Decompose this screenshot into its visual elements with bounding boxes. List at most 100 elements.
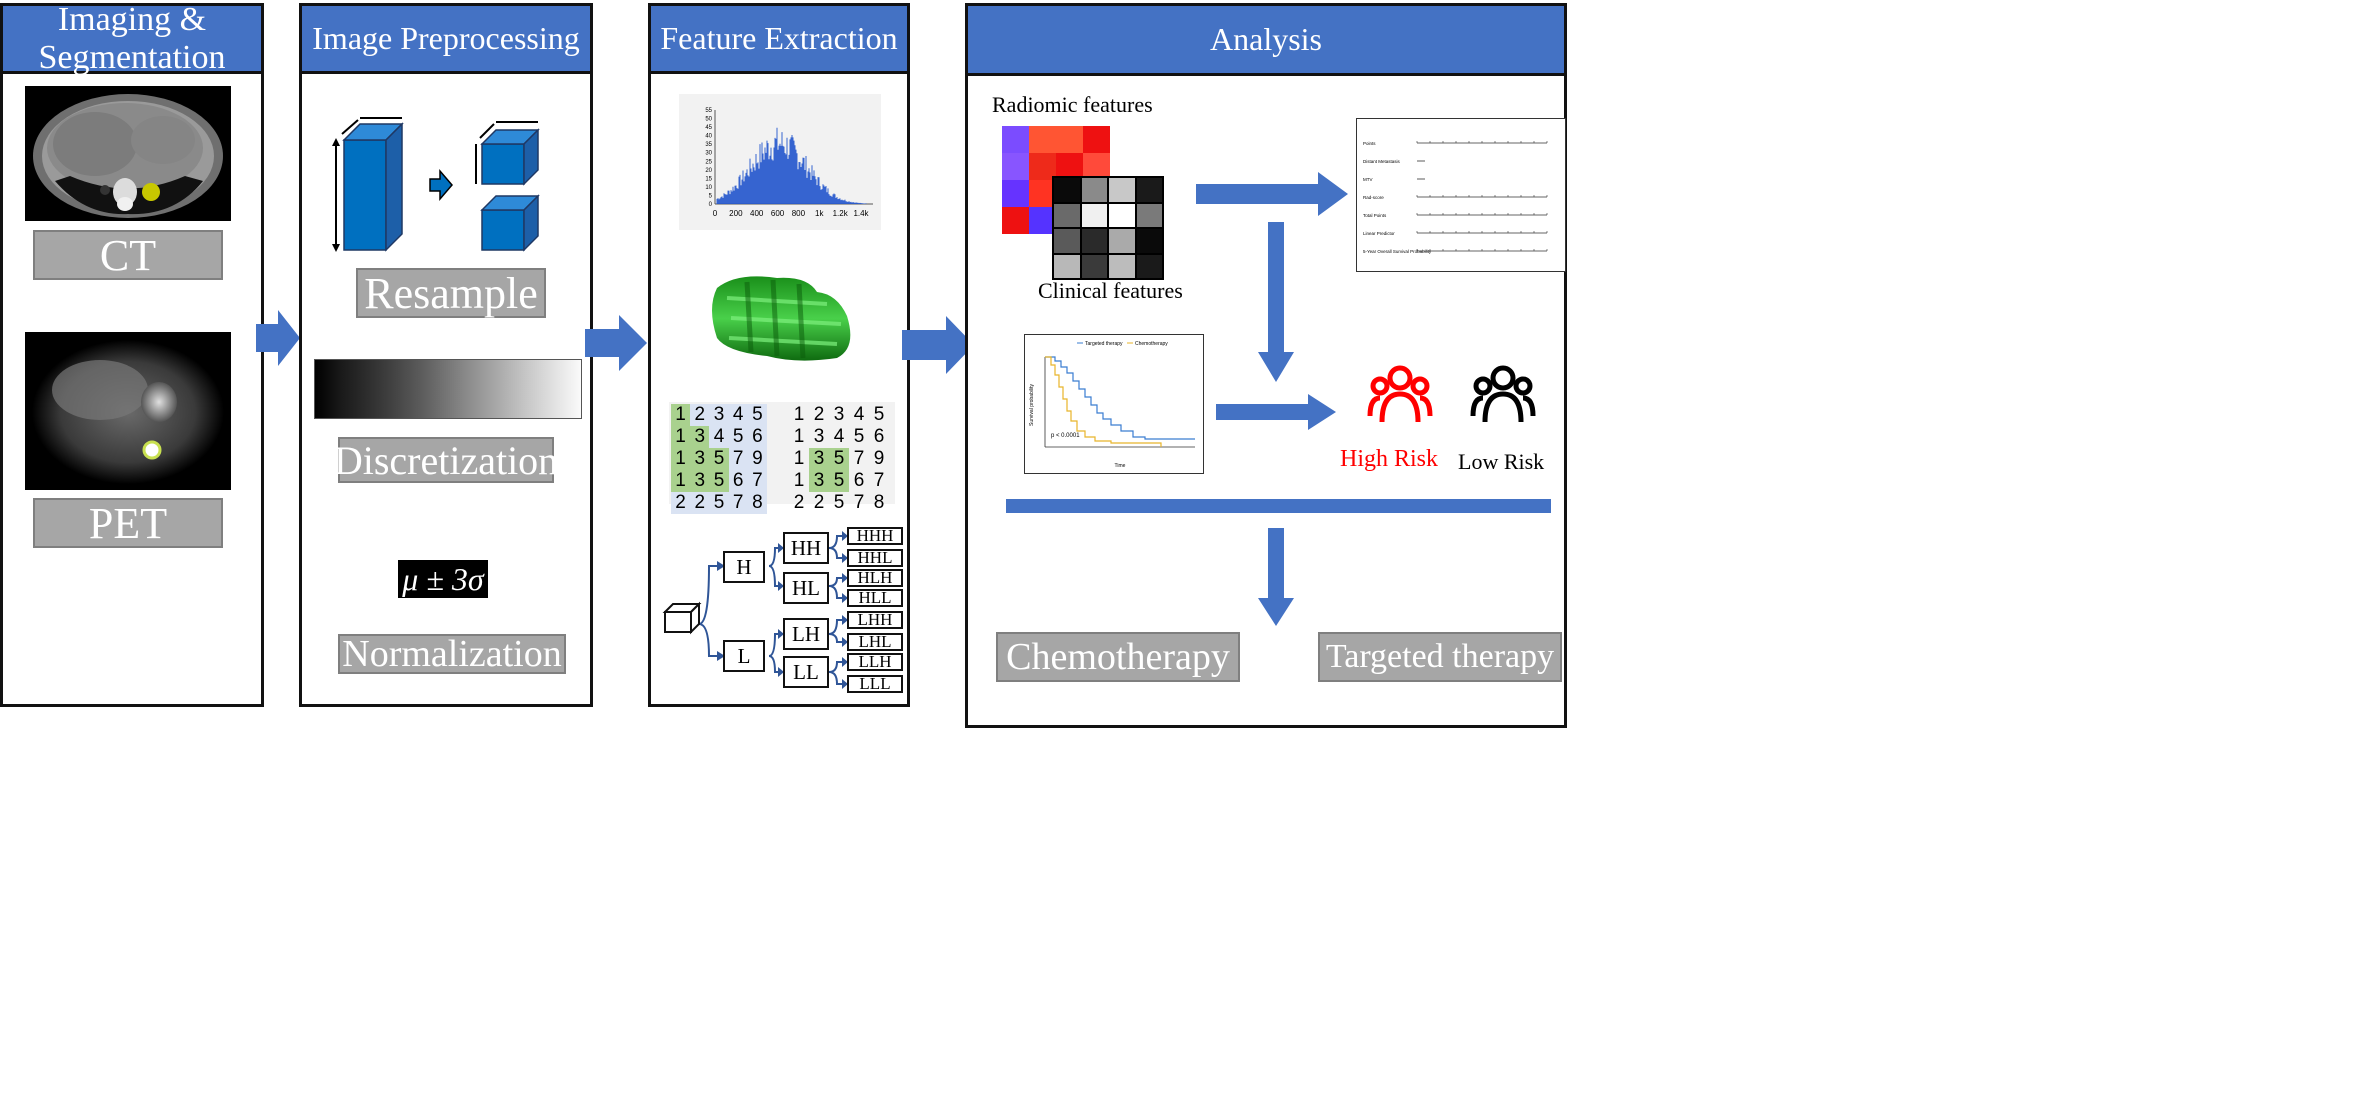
matrix-left-cell: 3 [690,448,710,470]
normalization-label: Normalization [338,633,566,675]
km-curve-targeted [1045,356,1195,440]
matrix-right-cell: 5 [853,426,865,447]
matrix-right-cell: 7 [853,448,865,469]
low-risk-label: Low Risk [1458,449,1545,474]
wavelet-hlh: HLH [847,568,903,587]
nomogram-row-label: Total Points [1363,213,1387,218]
matrix-right-cell: 5 [873,404,885,425]
matrix-left-cell: 9 [747,448,767,470]
arrow-extraction-to-analysis [902,316,974,374]
matrix-right-cell: 7 [853,492,865,513]
matrix-left-cell: 7 [728,448,748,470]
pet-label: PET [33,498,223,548]
matrix-right-cell: 6 [873,426,885,447]
ct-label: CT [33,230,223,280]
histogram-ytick: 25 [705,159,712,165]
wavelet-lhh: LHH [847,610,903,629]
imaging-panel: Imaging & Segmentation CT [0,1,264,707]
km-pvalue: p < 0.0001 [1051,433,1080,439]
matrix-left-cell: 1 [671,470,691,492]
km-curve-chemo [1045,356,1162,447]
histogram-ytick: 15 [705,176,712,182]
histogram-xtick: 600 [771,209,785,218]
histogram-ytick: 30 [705,151,712,157]
nomogram-row-label: Rad-score [1363,195,1384,200]
matrix-right-cell: 7 [873,470,885,491]
histogram-ytick: 0 [709,202,713,208]
matrix-right-cell: 6 [853,470,865,491]
matrix-left-cell: 6 [747,426,767,448]
histogram-ytick: 5 [709,193,713,199]
matrix-left-cell: 4 [709,426,729,448]
matrix-right-cell: 1 [793,470,805,491]
matrix-right-cell: 3 [809,448,829,470]
matrix-left-cell: 1 [671,448,691,470]
matrix-left-cell: 4 [728,404,748,426]
matrix-left-cell: 5 [709,448,729,470]
matrix-left-cell: 3 [709,404,729,426]
matrix-right-cell: 3 [809,470,829,492]
preprocessing-panel: Image Preprocessing Resample Discretizat… [299,3,593,707]
histogram-xtick: 0 [713,209,718,218]
chemotherapy-label: Chemotherapy [996,632,1240,682]
wavelet-h: H [723,551,765,583]
preprocessing-panel-title: Image Preprocessing [302,6,590,74]
matrix-right-cell: 1 [793,448,805,469]
matrix-right-cell: 9 [873,448,885,469]
histogram-xtick: 1k [815,209,824,218]
analysis-panel-title: Analysis [968,6,1564,76]
histogram-ytick: 50 [705,117,712,123]
histogram-ytick: 35 [705,142,712,148]
km-ylabel: Survival probability [1029,384,1035,426]
km-legend-targeted: Targeted therapy [1085,341,1123,347]
wavelet-lll: LLL [847,674,903,693]
wavelet-lh: LH [783,618,829,650]
matrix-right-cell: 4 [853,404,865,425]
clinical-features-label: Clinical features [1038,278,1183,303]
targeted-therapy-label: Targeted therapy [1318,632,1562,682]
discretization-gradient [314,359,582,419]
matrix-right-cell: 4 [833,426,845,447]
matrix-left-cell: 3 [690,470,710,492]
histogram-ytick: 55 [705,108,712,114]
matrix-right-cell: 8 [873,492,885,513]
matrix-right-cell: 2 [793,492,805,513]
low-risk-icon [1470,365,1536,423]
matrix-left-cell: 5 [747,404,767,426]
matrix-left-cell: 7 [747,470,767,492]
matrix-left-cell: 2 [671,492,691,514]
pet-image [25,332,231,490]
arrow-imaging-to-preprocessing [256,310,300,366]
matrix-right-cell: 5 [829,470,849,492]
matrix-left-cell: 5 [709,492,729,514]
matrix-left-cell: 5 [728,426,748,448]
matrix-left-cell: 1 [671,426,691,448]
histogram-xtick: 400 [750,209,764,218]
wavelet-ll: LL [783,656,829,688]
resample-cubes-illustration [332,117,540,252]
matrix-right-cell: 2 [813,404,825,425]
km-xlabel: Time [1115,463,1126,469]
matrix-right-cell: 1 [793,426,805,447]
histogram-xtick: 200 [729,209,743,218]
wavelet-hll: HLL [847,588,903,607]
imaging-panel-title: Imaging & Segmentation [3,1,261,76]
histogram-ytick: 10 [705,185,712,191]
ct-image [25,86,231,221]
histogram-ytick: 40 [705,134,712,140]
histogram-xtick: 1.2k [833,209,849,218]
extraction-panel-title: Feature Extraction [651,6,907,74]
high-risk-label: High Risk [1340,446,1439,472]
discretization-label: Discretization [333,437,559,483]
nomogram-row-label: MTV [1363,177,1373,182]
wavelet-hhh: HHH [847,526,903,545]
nomogram-row-label: Points [1363,141,1376,146]
matrix-left-cell: 7 [728,492,748,514]
wavelet-hhl: HHL [847,548,903,567]
matrix-left-cell: 8 [747,492,767,514]
